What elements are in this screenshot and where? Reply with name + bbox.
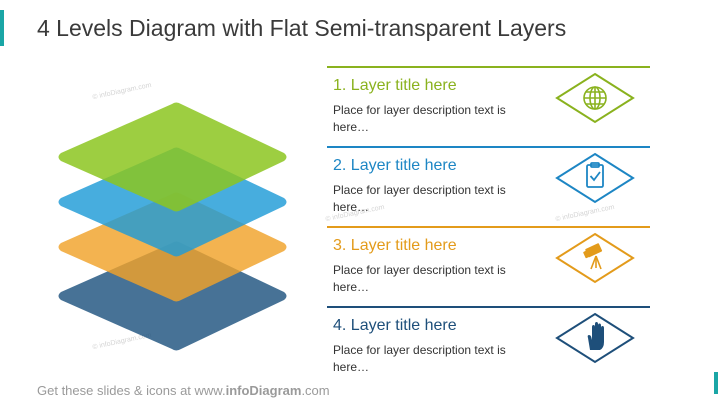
footer-prefix: Get these slides & icons at www. bbox=[37, 383, 226, 398]
hand-icon bbox=[587, 322, 604, 350]
footer-text: Get these slides & icons at www.infoDiag… bbox=[37, 383, 330, 398]
layer-4-icon-frame bbox=[555, 312, 635, 364]
clipboard-check-icon bbox=[586, 162, 604, 188]
layer-row-4: 4. Layer title here Place for layer desc… bbox=[327, 306, 650, 386]
layer-2-title: 2. Layer title here bbox=[333, 157, 457, 174]
slide-title: 4 Levels Diagram with Flat Semi-transpar… bbox=[37, 15, 567, 41]
layer-3-title: 3. Layer title here bbox=[333, 237, 457, 254]
layer-3-icon-frame bbox=[555, 232, 635, 284]
layer-stack-diagram bbox=[58, 102, 287, 351]
layer-3-description: Place for layer description text is here… bbox=[333, 263, 506, 294]
globe-icon bbox=[583, 86, 607, 110]
layer-4-divider bbox=[327, 306, 650, 308]
layer-1-divider bbox=[327, 66, 650, 68]
footer-suffix: .com bbox=[301, 383, 330, 398]
layer-2-description: Place for layer description text is here… bbox=[333, 183, 506, 214]
left-accent-bar bbox=[0, 10, 4, 46]
layer-1-shape bbox=[58, 102, 287, 212]
layer-row-2: 2. Layer title here Place for layer desc… bbox=[327, 146, 650, 226]
layer-4-title: 4. Layer title here bbox=[333, 317, 457, 334]
layer-4-description: Place for layer description text is here… bbox=[333, 343, 506, 374]
layer-row-1: 1. Layer title here Place for layer desc… bbox=[327, 66, 650, 146]
layer-row-3: 3. Layer title here Place for layer desc… bbox=[327, 226, 650, 306]
footer-brand: infoDiagram bbox=[225, 383, 302, 398]
telescope-icon bbox=[583, 243, 603, 270]
layer-1-icon-frame bbox=[555, 72, 635, 124]
layer-2-divider bbox=[327, 146, 650, 148]
layer-1-description: Place for layer description text is here… bbox=[333, 103, 506, 134]
layer-3-divider bbox=[327, 226, 650, 228]
layer-1-title: 1. Layer title here bbox=[333, 77, 457, 94]
layer-2-icon-frame bbox=[555, 152, 635, 204]
right-accent-bar bbox=[714, 372, 718, 394]
